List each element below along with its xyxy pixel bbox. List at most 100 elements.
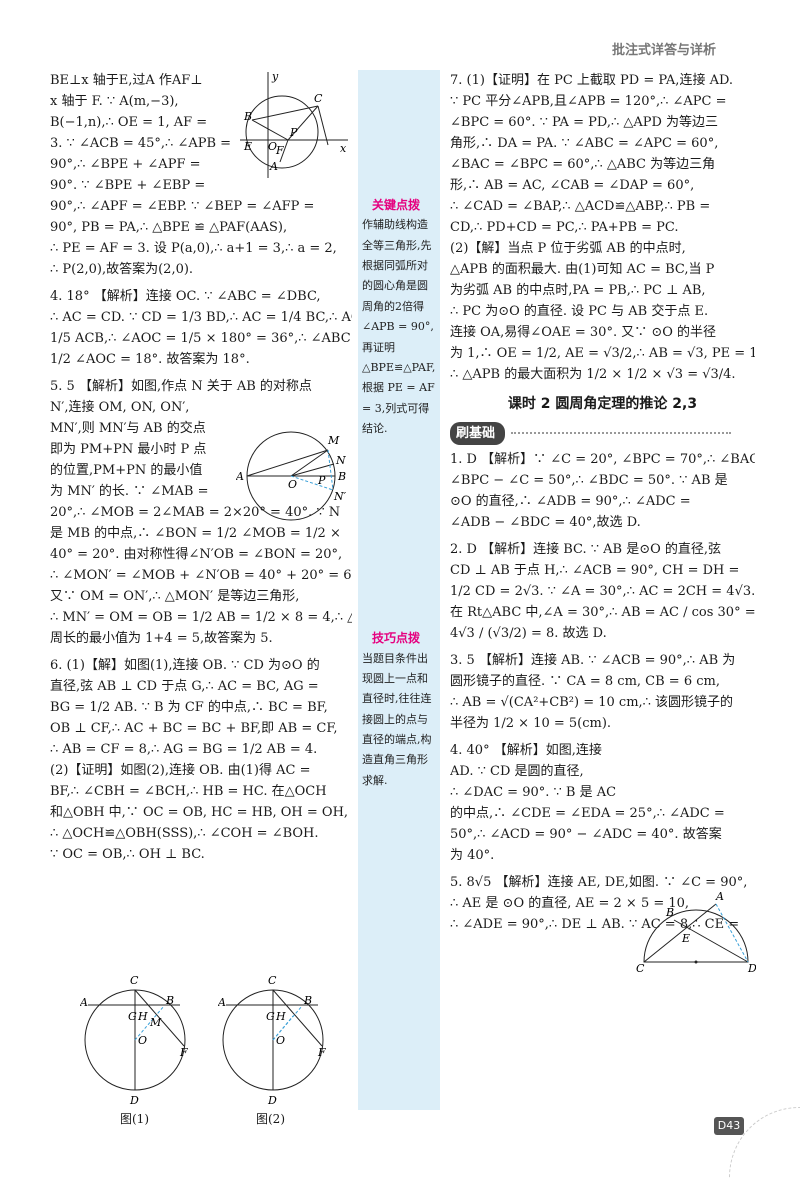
svg-text:O: O [268,140,277,153]
lesson-title: 课时 2 圆周角定理的推论 2,3 [507,396,698,412]
basic-q2-solution-line: 4√3 / (√3/2) = 8. 故选 D. [450,625,607,641]
q5-solution-line: 的位置,PM+PN 的最小值 [50,463,203,478]
svg-text:A: A [80,996,88,1009]
basic-q1-solution-line: ∠BPC − ∠C = 50°,∴ ∠BDC = 50°. ∵ AB 是 [450,472,728,488]
q7-solution-line: ∴ PC 为⊙O 的直径. 设 PC 与 AB 交于点 E. [450,304,709,319]
q4-solution-line: 4. 18° 【解析】连接 OC. ∵ ∠ABC = ∠DBC, [50,289,321,304]
page-number: D43 [714,1117,744,1135]
q4-solution-block: 4. 18° 【解析】连接 OC. ∵ ∠ABC = ∠DBC, ∴ AC = C… [50,286,352,370]
q5-solution-line: 是 MB 的中点,∴ ∠BON = 1/2 ∠MOB = 1/2 × [50,526,341,541]
note-body-2: 当题目条件出现圆上一点和直径时,往往连接圆上的点与直径的端点,构造直角三角形求解… [362,651,432,787]
svg-text:O: O [138,1034,147,1047]
q7-solution-line: △APB 的面积最大. 由(1)可知 AC = BC,当 P [450,262,715,277]
svg-text:D: D [267,1094,277,1107]
q3-solution-line: 3. ∵ ∠ACB = 45°,∴ ∠APB = [50,136,232,151]
q5-solution-line: ∴ ∠MON′ = ∠MOB + ∠N′OB = 40° + 20° = 60°… [50,568,352,583]
q4-solution-line: ∴ AC = CD. ∵ CD = 1/3 BD,∴ AC = 1/4 BC,∴… [50,310,352,325]
q5-solution-line: 5. 5 【解析】如图,作点 N 关于 AB 的对称点 [50,379,312,394]
basic-q1-solution-block: 1. D 【解析】∵ ∠C = 20°, ∠BPC = 70°,∴ ∠BAC =… [450,449,755,533]
q3-solution-line: 90°, PB = PA,∴ △BPE ≌ △PAF(AAS), [50,220,288,235]
svg-text:A: A [269,160,278,173]
basic-q5-solution-line: ∴ ∠ADE = 90°,∴ DE ⊥ AB. ∵ AC = 8,∴ CE = [450,916,740,932]
svg-text:F: F [179,1046,188,1059]
svg-text:C: C [130,974,139,987]
figure-label-2: 图(2) [256,1112,285,1126]
note-body-1: 作辅助线构造全等三角形,先根据同弧所对的圆心角是圆周角的2倍得 ∠APB = 9… [362,218,436,435]
q5-solution-line: MN′,则 MN′与 AB 的交点 [50,421,206,436]
q5-solution-line: 又∵ OM = ON′,∴ △MON′ 是等边三角形, [50,589,300,604]
svg-text:N′: N′ [333,490,347,503]
q7-solution-line: ∵ PC 平分∠APB,且∠APB = 120°,∴ ∠APC = [450,94,727,109]
basic-q4-solution-line: 50°,∴ ∠ACD = 90° − ∠ADC = 40°. 故答案 [450,826,722,842]
svg-text:P: P [317,474,326,487]
q5-solution-line: 为 MN′ 的长. ∵ ∠MAB = [50,484,209,499]
q6-solution-line: OB ⊥ CF,∴ AC + BC = BC + BF,即 AB = CF, [50,721,338,736]
svg-text:B: B [243,110,252,123]
svg-text:P: P [289,126,298,139]
q6-solution-line: 6. (1)【解】如图(1),连接 OB. ∵ CD 为⊙O 的 [50,658,320,673]
basic-q1-solution-line: ⊙O 的直径,∴ ∠ADB = 90°,∴ ∠ADC = [450,493,691,509]
svg-text:H: H [137,1010,148,1023]
right-column: 7. (1)【证明】在 PC 上截取 PD = PA,连接 AD.∵ PC 平分… [450,70,756,972]
q7-solution-line: 形,∴ AB = AC, ∠CAB = ∠DAP = 60°, [450,178,695,193]
svg-text:E: E [243,140,252,153]
q6-solution-line: 和△OBH 中,∵ OC = OB, HC = HB, OH = OH, [50,805,349,820]
basic-practice-badge: 刷基础 [450,421,506,445]
q5-solution-line: 周长的最小值为 1+4 = 5,故答案为 5. [50,631,273,646]
q7-solution-line: 连接 OA,易得∠OAE = 30°. 又∵ ⊙O 的半径 [450,325,717,340]
basic-q5-solution-line: ∴ AE 是 ⊙O 的直径, AE = 2 × 5 = 10, [450,895,690,911]
q3-solution-line: BE⊥x 轴于E,过A 作AF⊥ [50,73,203,88]
figure-label-1: 图(1) [120,1112,149,1126]
svg-text:C: C [636,962,645,972]
basic-q2-solution-line: CD ⊥ AB 于点 H,∴ ∠ACB = 90°, CH = DH = [450,562,740,578]
basic-q1-solution-line: 1. D 【解析】∵ ∠C = 20°, ∠BPC = 70°,∴ ∠BAC = [450,451,755,467]
q5-solution-line: ∴ MN′ = OM = OB = 1/2 AB = 1/2 × 8 = 4,∴… [50,610,352,625]
note-title-1: 关键点拨 [372,198,421,212]
basic-q5-solution-block: 5. 8√5 【解析】连接 AE, DE,如图. ∵ ∠C = 90°,∴ AE… [450,872,755,935]
q7-solution-line: ∴ ∠CAD = ∠BAP,∴ △ACD≌△ABP,∴ PB = [450,199,711,214]
svg-text:A: A [218,996,226,1009]
svg-text:C: C [314,92,323,105]
svg-text:y: y [271,70,279,83]
svg-text:O: O [276,1034,285,1047]
q6-solution-line: BG = 1/2 AB. ∵ B 为 CF 的中点,∴ BC = BF, [50,700,328,715]
q3-solution-line: x 轴于 F. ∵ A(m,−3), [50,94,179,109]
q7-solution-line: ∴ △APB 的最大面积为 1/2 × 1/2 × √3 = √3/4. [450,367,736,382]
q3-solution-line: 90°,∴ ∠APF = ∠EBP. ∵ ∠BEP = ∠AFP = [50,199,315,214]
svg-text:B: B [303,994,312,1007]
basic-q4-solution-line: 4. 40° 【解析】如图,连接 [450,742,602,758]
q7-solution-line: 为劣弧 AB 的中点时,PA = PB,∴ PC ⊥ AB, [450,283,706,298]
basic-q4-solution-line: AD. ∵ CD 是圆的直径, [450,763,584,779]
svg-text:B: B [665,906,674,919]
q7-solution-block: 7. (1)【证明】在 PC 上截取 PD = PA,连接 AD.∵ PC 平分… [450,70,755,385]
q6-solution-line: (2)【证明】如图(2),连接 OB. 由(1)得 AC = [50,763,311,778]
q6-solution-line: ∴ AB = CF = 8,∴ AG = BG = 1/2 AB = 4. [50,742,318,757]
q7-solution-line: 为 1,∴ OE = 1/2, AE = √3/2,∴ AB = √3, PE … [450,346,755,361]
page-header: 批注式详答与详析 [612,43,717,58]
svg-text:O: O [288,478,297,491]
svg-text:D: D [129,1094,139,1107]
q3-solution-line: 90°,∴ ∠BPE + ∠APF = [50,157,201,172]
q7-solution-line: 角形,∴ DA = PA. ∵ ∠ABC = ∠APC = 60°, [450,136,719,151]
q5-solution-line: N′,连接 OM, ON, ON′, [50,400,190,415]
basic-q2-solution-line: 在 Rt△ABC 中,∠A = 30°,∴ AB = AC / cos 30° … [450,604,755,620]
q3-solution-block: BE⊥x 轴于E,过A 作AF⊥x 轴于 F. ∵ A(m,−3),B(−1,n… [50,70,352,280]
note-title-2: 技巧点拨 [372,631,421,646]
q5-solution-line: 20°,∴ ∠MOB = 2∠MAB = 2×20° = 40°. ∵ N [50,505,341,520]
q7-solution-line: ∠BAC = ∠BPC = 60°,∴ △ABC 为等边三角 [450,157,716,172]
q6-solution-line: BF,∴ ∠CBH = ∠BCH,∴ HB = HC. 在△OCH [50,784,327,799]
q4-solution-line: 1/2 ∠AOC = 18°. 故答案为 18°. [50,352,250,367]
svg-text:A: A [715,892,724,903]
q5-solution-block: 5. 5 【解析】如图,作点 N 关于 AB 的对称点 N′,连接 OM, ON,… [50,376,352,649]
q5-solution-line: 40° = 20°. 由对称性得∠N′OB = ∠BON = 20°, [50,547,343,562]
svg-text:H: H [275,1010,286,1023]
q6-solution-line: 直径,弦 AB ⊥ CD 于点 G,∴ AC = BC, AG = [50,679,319,694]
svg-text:D: D [747,962,756,972]
svg-text:B: B [165,994,174,1007]
basic-q3-solution-line: 半径为 1/2 × 10 = 5(cm). [450,715,612,731]
svg-text:C: C [268,974,277,987]
